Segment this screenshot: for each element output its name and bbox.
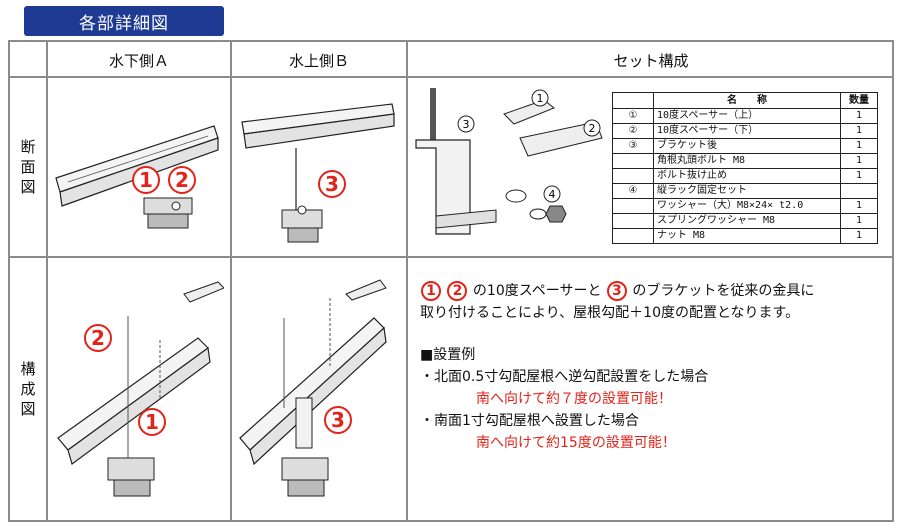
svg-text:3: 3 <box>325 172 339 196</box>
row-label-char: 成 <box>20 380 36 398</box>
spec-header-row: 名 称 数量 <box>612 92 878 109</box>
description-line-1: 1 2 の10度スペーサーと 3 のブラケットを従来の金具に <box>420 280 890 302</box>
badge-3: 3 <box>606 281 627 301</box>
svg-text:3: 3 <box>331 408 345 432</box>
row-label-section: 断 面 図 <box>10 78 46 256</box>
badge-1: 1 <box>421 281 441 301</box>
marker-2-composition: 2 <box>84 324 112 352</box>
header-col-set: セット構成 <box>613 51 689 70</box>
marker-1-set: 1 <box>531 89 549 107</box>
spec-header-mark <box>612 92 654 109</box>
example-title: ■設置例 <box>420 347 476 363</box>
spec-header-qty: 数量 <box>840 92 878 109</box>
row-label-char: 断 <box>20 138 36 156</box>
example-1: ・北面0.5寸勾配屋根へ逆勾配設置をした場合 <box>420 369 709 385</box>
label-divider <box>46 42 48 520</box>
composition-b-illustration: 3 <box>239 279 387 497</box>
header-divider <box>10 76 892 78</box>
row-divider <box>10 256 892 258</box>
section-title: 各部詳細図 <box>24 6 224 36</box>
svg-text:3: 3 <box>463 118 470 131</box>
svg-text:1: 1 <box>537 92 544 105</box>
marker-3-composition: 3 <box>324 406 352 434</box>
marker-4-set: 4 <box>543 185 561 203</box>
header-col-a: 水下側Ａ <box>108 51 169 70</box>
description-text-1: の10度スペーサーと <box>472 283 602 299</box>
set-parts-illustration: 1 2 3 4 <box>415 88 603 235</box>
description: 1 2 の10度スペーサーと 3 のブラケットを従来の金具に 取り付けることによ… <box>420 280 890 454</box>
spec-header-name: 名 称 <box>653 92 841 109</box>
description-text-2: のブラケットを従来の金具に <box>632 283 815 299</box>
col-divider-a <box>230 42 232 520</box>
svg-text:2: 2 <box>589 122 596 135</box>
marker-3-set: 3 <box>457 115 475 133</box>
row-label-char: 構 <box>20 360 36 378</box>
marker-3: 3 <box>318 170 346 198</box>
badge-2: 2 <box>447 281 468 301</box>
example-2: ・南面1寸勾配屋根へ設置した場合 <box>420 413 639 429</box>
marker-1-composition: 1 <box>138 408 166 436</box>
marker-1: 1 <box>132 166 160 194</box>
row-label-char: 面 <box>20 158 36 176</box>
composition-a-illustration: 2 1 <box>57 281 224 497</box>
svg-text:1: 1 <box>145 410 159 434</box>
marker-2: 2 <box>168 166 196 194</box>
header-col-b: 水上側Ｂ <box>288 51 349 70</box>
marker-2-set: 2 <box>583 119 601 137</box>
row-label-composition: 構 成 図 <box>10 258 46 520</box>
svg-text:2: 2 <box>91 326 105 350</box>
svg-text:4: 4 <box>549 188 556 201</box>
svg-text:1: 1 <box>139 168 153 192</box>
section-b-illustration: 3 <box>241 103 395 243</box>
row-label-char: 図 <box>20 178 36 196</box>
section-a-illustration: 1 2 <box>55 125 219 229</box>
col-divider-b <box>406 42 408 520</box>
example-1-result: 南へ向けて約７度の設置可能！ <box>476 391 672 407</box>
example-2-result: 南へ向けて約15度の設置可能！ <box>476 435 676 451</box>
description-line-2: 取り付けることにより、屋根勾配＋10度の配置となります。 <box>420 305 800 321</box>
svg-text:2: 2 <box>175 168 189 192</box>
row-label-char: 図 <box>20 400 36 418</box>
detail-grid: 水下側Ａ 水上側Ｂ セット構成 断 面 図 構 成 図 <box>8 40 894 522</box>
